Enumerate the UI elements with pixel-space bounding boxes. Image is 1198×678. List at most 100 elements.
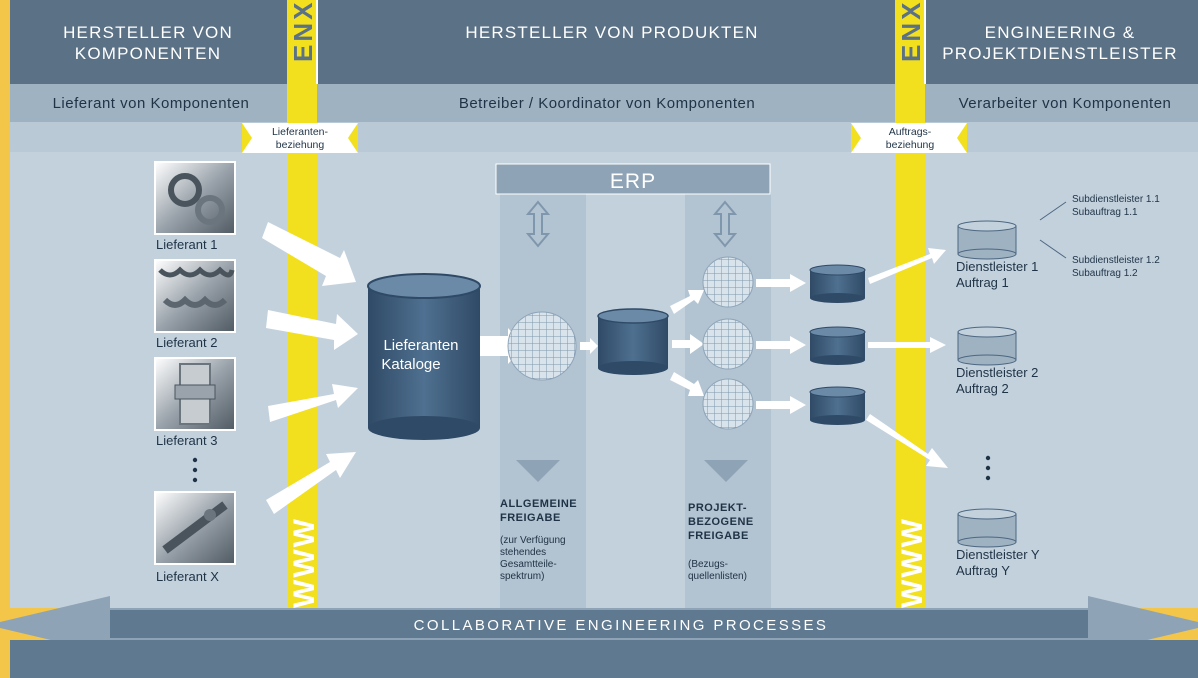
supplier-relation-badge: Lieferanten- beziehung (242, 123, 358, 153)
left-subtitle: Lieferant von Komponenten (53, 95, 250, 112)
general-release-title-1: ALLGEMEINE (500, 498, 577, 510)
project-release-title-2: BEZOGENE (688, 516, 754, 528)
general-release-note-4: spektrum) (500, 571, 544, 582)
erp-arrow-general (525, 200, 551, 248)
project-order-db-2 (809, 326, 866, 365)
www-label-right: WWW (896, 517, 929, 608)
header-band (10, 0, 1198, 84)
arrow-supplier-3 (268, 384, 358, 422)
enx-www-stripe-right (895, 0, 925, 608)
provider-1-name: Dienstleister 1 (956, 259, 1038, 274)
erp-arrow-project (712, 200, 738, 248)
project-order-db-3 (809, 386, 866, 425)
general-release-title-2: FREIGABE (500, 512, 561, 524)
subprovider-2-order: Subauftrag 1.2 (1072, 268, 1138, 279)
erp-label: ERP (610, 170, 656, 193)
catalog-label-line2: Kataloge (381, 356, 440, 373)
project-filter-arrows (670, 290, 704, 396)
enx-label-right: ENX (896, 0, 926, 62)
subheader-band (10, 84, 1198, 122)
supplier-ellipsis (192, 457, 198, 483)
project-filter-2 (702, 318, 754, 370)
project-release-note-1: (Bezugs- (688, 559, 728, 570)
supplier-3-label: Lieferant 3 (156, 433, 217, 448)
left-title-line1: HERSTELLER VON (63, 23, 233, 42)
order-relation-badge: Auftrags- beziehung (851, 123, 967, 153)
supplier-relation-line2: beziehung (276, 139, 325, 151)
arrow-to-provider-2 (868, 337, 946, 353)
arrow-db-to-filter-1 (670, 290, 704, 314)
provider-1-order: Auftrag 1 (956, 275, 1009, 290)
general-release-note-3: Gesamtteile- (500, 559, 557, 570)
subprovider-1-name: Subdienstleister 1.1 (1072, 194, 1160, 205)
center-title: HERSTELLER VON PRODUKTEN (465, 23, 758, 42)
provider-db-2 (957, 326, 1017, 366)
project-filter-3 (702, 378, 754, 430)
arrow-supplier-1 (262, 222, 356, 286)
arrow-filter-1-to-order (756, 274, 806, 292)
right-title-line1: ENGINEERING & (985, 23, 1136, 42)
provider-2-name: Dienstleister 2 (956, 365, 1038, 380)
arrow-general-to-db (580, 338, 598, 354)
www-label-left: WWW (288, 517, 321, 608)
project-release-marker (704, 460, 748, 482)
subprovider-2-name: Subdienstleister 1.2 (1072, 255, 1160, 266)
arrow-supplier-x (266, 452, 356, 514)
general-release-marker (516, 460, 560, 482)
supplier-arrows (262, 222, 358, 514)
provider-y-name: Dienstleister Y (956, 547, 1040, 562)
order-relation-line1: Auftrags- (889, 126, 932, 138)
arrow-db-to-filter-2 (672, 334, 704, 354)
supplier-1-label: Lieferant 1 (156, 237, 217, 252)
supplier-x-label: Lieferant X (156, 569, 219, 584)
project-release-note-2: quellenlisten) (688, 571, 747, 582)
general-release-note-2: stehendes (500, 547, 546, 558)
erp-exchange-arrows (525, 200, 738, 248)
footer-label: COLLABORATIVE ENGINEERING PROCESSES (414, 617, 829, 634)
arrow-supplier-2 (266, 310, 358, 350)
right-title-line2: PROJEKTDIENSTLEISTER (942, 44, 1178, 63)
collaborative-processes-arrow: COLLABORATIVE ENGINEERING PROCESSES (0, 596, 1198, 678)
project-release-title-3: FREIGABE (688, 530, 749, 542)
arrow-filter-2-to-order (756, 336, 806, 354)
project-filter-1 (702, 256, 754, 308)
provider-2-order: Auftrag 2 (956, 381, 1009, 396)
center-subtitle: Betreiber / Koordinator von Komponenten (459, 95, 755, 112)
supplier-relation-line1: Lieferanten- (272, 126, 329, 138)
project-release-title-1: PROJEKT- (688, 502, 747, 514)
general-release-column (500, 192, 586, 608)
arrow-filter-3-to-order (756, 396, 806, 414)
supplier-2-label: Lieferant 2 (156, 335, 217, 350)
project-order-db-1 (809, 264, 866, 303)
general-release-note-1: (zur Verfügung (500, 535, 566, 546)
provider-ellipsis (985, 455, 991, 481)
general-release-filter (507, 311, 577, 381)
left-title-line2: KOMPONENTEN (75, 44, 221, 63)
erp-box: ERP (495, 163, 771, 195)
subprovider-connector-2 (1039, 239, 1067, 259)
supplier-catalog-database: Lieferanten Kataloge (367, 273, 481, 440)
subprovider-connector-1 (1039, 201, 1067, 221)
provider-arrows (866, 248, 948, 468)
order-relation-line2: beziehung (886, 139, 935, 151)
supplier-x: Lieferant X (154, 491, 236, 584)
arrow-to-provider-1 (868, 248, 946, 284)
provider-db-y (957, 508, 1017, 548)
enx-www-stripe-left (287, 0, 317, 608)
enx-label-left: ENX (288, 0, 318, 62)
subprovider-1-order: Subauftrag 1.1 (1072, 207, 1138, 218)
filter-to-order-arrows (756, 274, 806, 414)
arrow-db-to-filter-3 (670, 372, 704, 396)
supplier-3: Lieferant 3 (154, 357, 236, 448)
supplier-2: Lieferant 2 (154, 259, 236, 350)
arrow-to-provider-y (866, 414, 948, 468)
supplier-1: Lieferant 1 (154, 161, 236, 252)
provider-y-order: Auftrag Y (956, 563, 1010, 578)
catalog-label-line1: Lieferanten (383, 337, 458, 354)
released-parts-database (597, 308, 669, 375)
relation-band (10, 122, 1198, 152)
right-subtitle: Verarbeiter von Komponenten (959, 95, 1172, 112)
provider-db-1 (957, 220, 1017, 260)
